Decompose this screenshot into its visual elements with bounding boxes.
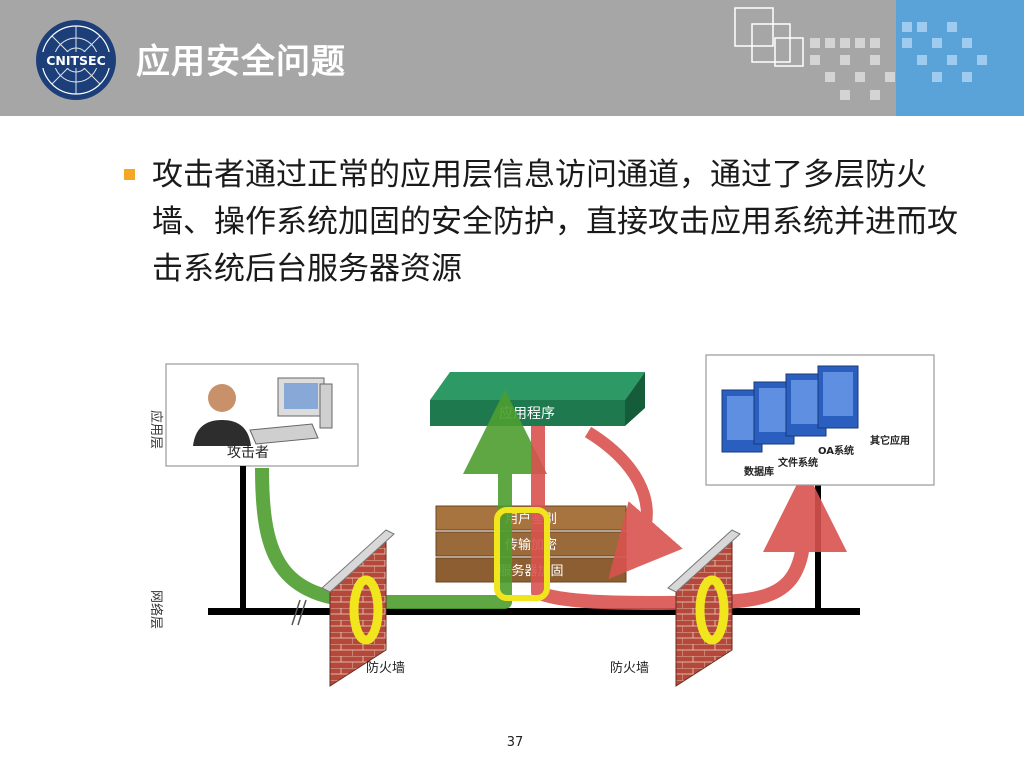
cnitsec-logo: CNITSEC [36, 20, 116, 100]
server-label-oa: OA系统 [818, 444, 854, 457]
layer-label-net: 网络层 [148, 590, 164, 629]
bullet-text: 攻击者通过正常的应用层信息访问通道，通过了多层防火墙、操作系统加固的安全防护，直… [152, 157, 958, 287]
slide-title: 应用安全问题 [136, 42, 346, 82]
computer-icon [249, 377, 333, 445]
tunnel-ring [494, 507, 550, 601]
person-icon [193, 384, 251, 446]
slide-header [0, 0, 1024, 116]
app-program-box: 应用程序 [430, 372, 645, 426]
server-icons [721, 365, 859, 453]
server-label-fs: 文件系统 [778, 456, 818, 469]
network-line [208, 608, 860, 615]
server-label-db: 数据库 [744, 465, 774, 478]
header-decoration [734, 7, 987, 100]
bullet-marker [124, 169, 135, 180]
attacker-label: 攻击者 [227, 445, 269, 461]
server-label-other: 其它应用 [870, 434, 910, 447]
attack-path-red-curve [584, 426, 683, 580]
firewall-right-label: 防火墙 [610, 660, 649, 676]
firewall-left-label: 防火墙 [366, 660, 405, 676]
firewall-right: 防火墙 [610, 529, 741, 687]
page-number: 37 [506, 735, 524, 750]
firewall-left: 防火墙 [321, 529, 405, 687]
app-program-label: 应用程序 [499, 405, 555, 422]
logo-text: CNITSEC [46, 53, 106, 68]
attack-diagram: 应用层 网络层 攻击者 应用程序 用户鉴别 传输加密 服务器加固 [148, 354, 935, 687]
layer-label-app: 应用层 [148, 410, 164, 449]
